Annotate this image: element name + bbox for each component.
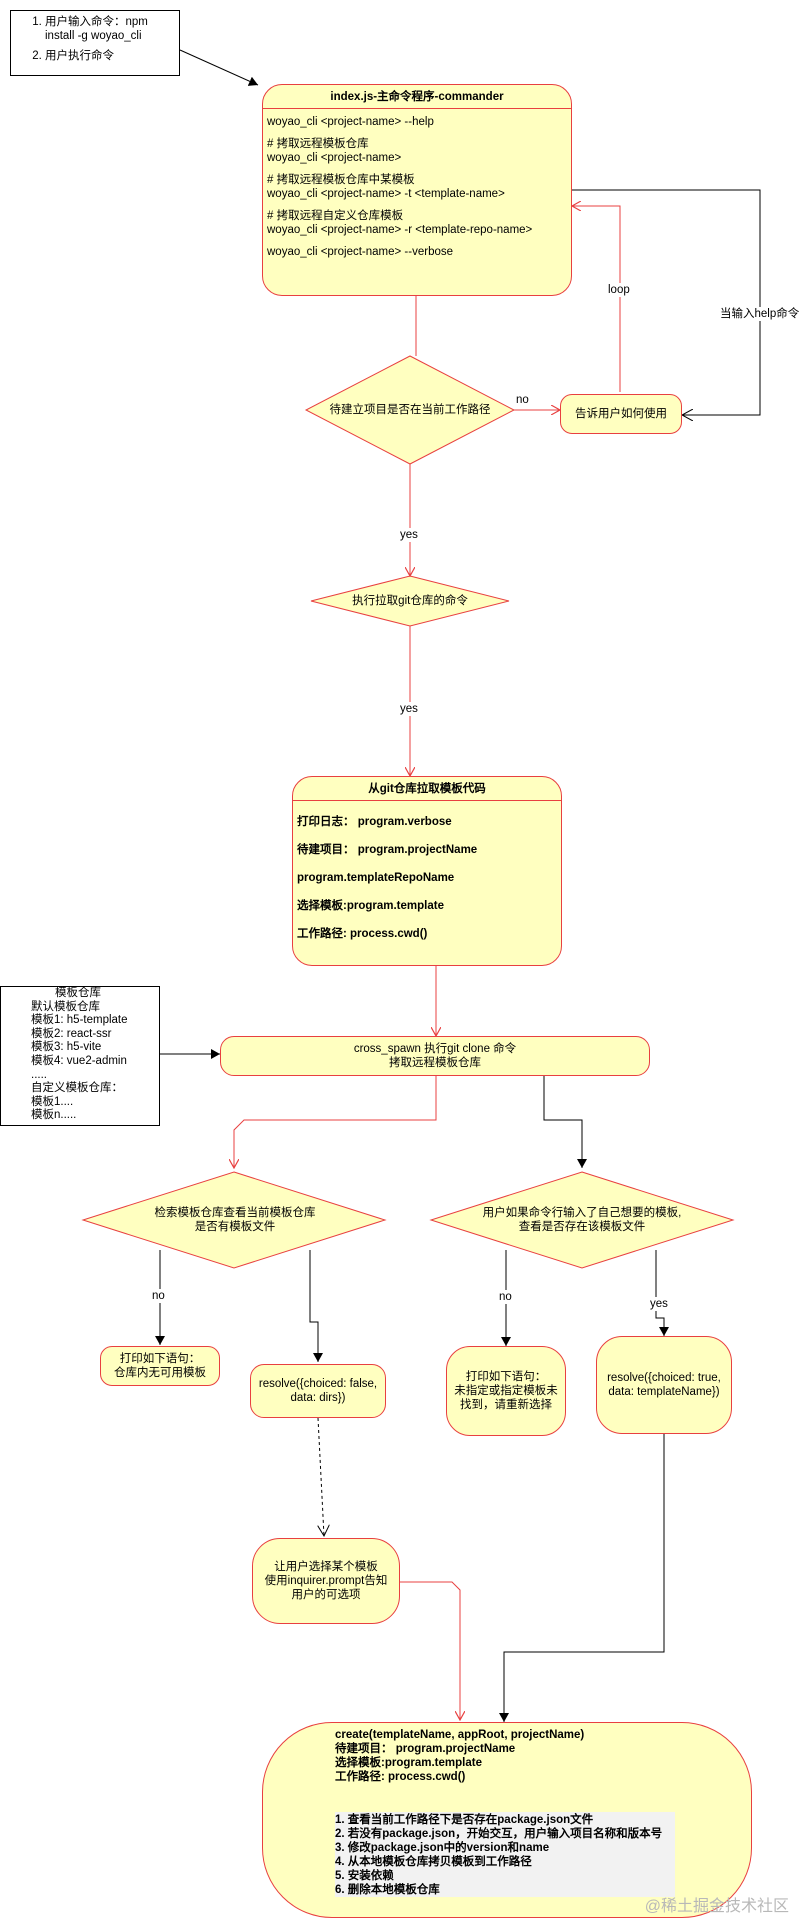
repo-line: 模板4: vue2-admin: [31, 1054, 127, 1067]
main-line: woyao_cli <project-name> --help: [267, 116, 434, 128]
label-yes: yes: [648, 1297, 670, 1311]
resolve-true-line-2: data: templateName}): [608, 1386, 720, 1398]
print-not-found-line-3: 找到，请重新选择: [460, 1399, 552, 1411]
main-line: # 拷取远程自定义仓库模板: [267, 210, 404, 222]
resolve-false-line-2: data: dirs}): [290, 1392, 346, 1404]
repo-line: 模板1: h5-template: [31, 1014, 128, 1027]
main-line: [267, 129, 571, 137]
check-template-diamond: [81, 1171, 387, 1269]
label-yes: yes: [398, 702, 420, 716]
prompt-line-3: 用户的可选项: [291, 1589, 361, 1601]
pull-line: 选择模板:program.template: [297, 900, 444, 912]
create-step: 6. 删除本地模板仓库: [335, 1884, 440, 1896]
main-line: woyao_cli <project-name> -t <template-na…: [267, 188, 505, 200]
resolve-false-node: resolve({choiced: false, data: dirs}): [250, 1364, 386, 1418]
check-template-line-2: 是否有模板文件: [194, 1221, 276, 1233]
user-input-note: 用户输入命令：npm install -g woyao_cli 用户执行命令: [10, 10, 180, 76]
main-line: woyao_cli <project-name>: [267, 152, 402, 164]
main-line: [267, 165, 571, 173]
print-none-node: 打印如下语句： 仓库内无可用模板: [100, 1346, 220, 1386]
pull-line: program.templateRepoName: [297, 872, 455, 884]
tell-usage-node: 告诉用户如何使用: [560, 394, 682, 434]
print-none-line-1: 打印如下语句：: [119, 1353, 201, 1365]
clone-line-1: cross_spawn 执行git clone 命令: [353, 1043, 517, 1055]
main-line: [267, 237, 571, 245]
check-specified-line-1: 用户如果命令行输入了自己想要的模板,: [482, 1207, 682, 1219]
main-line: woyao_cli <project-name> -r <template-re…: [267, 224, 533, 236]
check-specified-text: 用户如果命令行输入了自己想要的模板, 查看是否存在该模板文件: [452, 1204, 712, 1236]
prompt-line-2: 使用inquirer.prompt告知: [264, 1575, 388, 1587]
create-step: 5. 安装依赖: [335, 1870, 394, 1882]
repo-line: 默认模板仓库: [31, 1000, 100, 1013]
watermark: @稀土掘金技术社区: [644, 1898, 789, 1915]
repo-note: 模板仓库 默认模板仓库 模板1: h5-template 模板2: react-…: [0, 986, 160, 1126]
create-node: create(templateName, appRoot, projectNam…: [262, 1722, 752, 1918]
main-line: woyao_cli <project-name> --verbose: [267, 246, 454, 258]
repo-note-title: 模板仓库: [55, 987, 101, 999]
label-no: no: [497, 1290, 514, 1304]
create-line: 工作路径: process.cwd(): [335, 1771, 466, 1783]
repo-line: 模板n.....: [31, 1109, 77, 1122]
repo-line: 模板2: react-ssr: [31, 1027, 112, 1040]
label-help: 当输入help命令: [718, 307, 802, 321]
label-no: no: [514, 393, 531, 407]
main-line: # 拷取远程模板仓库: [267, 138, 369, 150]
clone-node: cross_spawn 执行git clone 命令 拷取远程模板仓库: [220, 1036, 650, 1076]
print-none-line-2: 仓库内无可用模板: [114, 1367, 206, 1379]
decision-path-text: 待建立项目是否在当前工作路径: [329, 404, 491, 416]
check-template-text: 检索模板仓库查看当前模板仓库 是否有模板文件: [110, 1204, 360, 1236]
main-line: # 拷取远程模板仓库中某模板: [267, 174, 415, 186]
pull-line: 待建项目： program.projectName: [297, 844, 478, 856]
create-line: create(templateName, appRoot, projectNam…: [335, 1729, 585, 1741]
pull-line: 工作路径: process.cwd(): [297, 928, 428, 940]
resolve-false-line-1: resolve({choiced: false,: [258, 1378, 378, 1390]
create-line: 选择模板:program.template: [335, 1757, 482, 1769]
clone-line-2: 拷取远程模板仓库: [389, 1057, 481, 1069]
git-command-text: 执行拉取git仓库的命令: [352, 595, 468, 607]
resolve-true-node: resolve({choiced: true, data: templateNa…: [596, 1336, 732, 1434]
label-loop: loop: [606, 283, 632, 297]
pull-code-title: 从git仓库拉取模板代码: [293, 777, 561, 801]
repo-line: 模板1....: [31, 1095, 74, 1108]
create-step: 1. 查看当前工作路径下是否存在package.json文件: [335, 1814, 594, 1826]
prompt-select-node: 让用户选择某个模板 使用inquirer.prompt告知 用户的可选项: [252, 1538, 400, 1624]
create-line: 待建项目： program.projectName: [335, 1743, 516, 1755]
check-specified-line-2: 查看是否存在该模板文件: [518, 1221, 646, 1233]
note-step-2: 用户执行命令: [45, 49, 175, 63]
main-line: [267, 201, 571, 209]
create-steps: 1. 查看当前工作路径下是否存在package.json文件 2. 若没有pac…: [335, 1812, 675, 1897]
label-yes: yes: [398, 528, 420, 542]
prompt-line-1: 让用户选择某个模板: [274, 1561, 378, 1573]
repo-line: 模板3: h5-vite: [31, 1041, 102, 1054]
create-step: 3. 修改package.json中的version和name: [335, 1842, 550, 1854]
create-step: 2. 若没有package.json，开始交互，用户输入项目名称和版本号: [335, 1828, 663, 1840]
print-not-found-line-2: 未指定或指定模板未: [454, 1385, 558, 1397]
label-no: no: [150, 1289, 167, 1303]
print-not-found-node: 打印如下语句： 未指定或指定模板未 找到，请重新选择: [446, 1346, 566, 1436]
resolve-true-line-1: resolve({choiced: true,: [607, 1372, 721, 1384]
pull-line: 打印日志： program.verbose: [297, 816, 452, 828]
repo-line: .....: [31, 1068, 47, 1081]
pull-code-node: 从git仓库拉取模板代码 打印日志： program.verbose 待建项目：…: [292, 776, 562, 966]
create-step: 4. 从本地模板仓库拷贝模板到工作路径: [335, 1856, 532, 1868]
print-not-found-line-1: 打印如下语句：: [465, 1371, 547, 1383]
check-specified-diamond: [429, 1171, 735, 1269]
check-template-line-1: 检索模板仓库查看当前模板仓库: [154, 1207, 316, 1219]
main-program-title: index.js-主命令程序-commander: [263, 85, 571, 109]
repo-line: 自定义模板仓库：: [31, 1082, 123, 1095]
note-step-1: 用户输入命令：npm install -g woyao_cli: [45, 15, 175, 43]
main-program-node: index.js-主命令程序-commander woyao_cli <proj…: [262, 84, 572, 296]
